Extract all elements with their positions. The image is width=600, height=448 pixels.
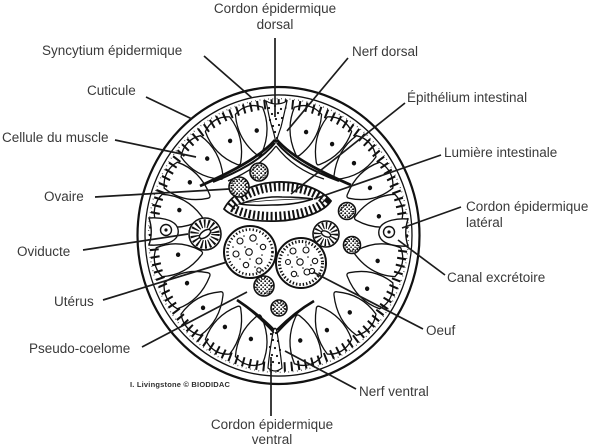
ventral-muscle-fibers (236, 298, 315, 334)
ovary-circle (270, 299, 288, 317)
label-cordon-epidermique-dorsal: Cordon épidermique dorsal (160, 1, 390, 33)
ovary-circle (253, 275, 275, 297)
leader-nerf-ventral (284, 350, 357, 390)
leader-lumiere (313, 154, 442, 200)
uterus-left (223, 225, 277, 279)
leader-pseudo-coelome (141, 291, 248, 348)
label-text: latéral (466, 215, 503, 230)
label-lumiere-intestinale: Lumière intestinale (444, 145, 558, 160)
ovary-circle (228, 176, 250, 198)
label-text: ventral (251, 432, 293, 447)
leader-canal-excretoire (397, 239, 446, 276)
intestinal-ribs (224, 182, 331, 221)
label-epithelium-intestinal: Épithélium intestinal (407, 90, 528, 105)
label-oeuf: Oeuf (426, 323, 456, 338)
label-uterus: Utérus (54, 294, 94, 309)
leader-cuticule (145, 96, 193, 120)
hypodermis-stipple-ring (147, 97, 410, 374)
leader-epithelium (290, 102, 406, 195)
cuticle-inner-line (144, 94, 413, 377)
leader-cellule-muscle (114, 139, 197, 158)
uterus-stipple (232, 235, 263, 268)
ovary-circle (337, 201, 357, 221)
ovary-circle (249, 162, 269, 182)
oviduct-left (188, 217, 222, 251)
label-syncytium-epidermique: Syncytium épidermique (42, 43, 183, 58)
leader-syncytium (203, 55, 253, 99)
cuticle-outer-line (136, 85, 421, 386)
label-oviducte: Oviducte (17, 244, 71, 259)
label-canal-excretoire: Canal excrétoire (447, 270, 546, 285)
label-pseudo-coelome: Pseudo-coelome (29, 341, 131, 356)
uterus-right (275, 237, 327, 289)
leader-cordon-lateral (401, 206, 462, 229)
label-cordon-epidermique-lateral: Cordon épidermique latéral (466, 199, 588, 231)
eggs (232, 234, 267, 273)
label-ovaire: Ovaire (44, 189, 84, 204)
lateral-cord-right (378, 218, 409, 247)
dorsal-nerve-stipple (267, 104, 284, 140)
label-text: Cordon épidermique (213, 1, 337, 16)
label-text: Cordon épidermique (466, 199, 589, 214)
label-cordon-epidermique-ventral: Cordon épidermique ventral (157, 417, 387, 447)
leader-uterus (102, 261, 228, 301)
eggs (284, 246, 319, 278)
intestine (222, 181, 333, 223)
leader-oviducte (82, 233, 189, 251)
label-nerf-dorsal: Nerf dorsal (352, 44, 419, 59)
label-nerf-ventral: Nerf ventral (359, 384, 429, 399)
ovary-circle (342, 235, 362, 255)
label-text: Cordon épidermique (210, 417, 334, 432)
label-cellule-du-muscle: Cellule du muscle (2, 130, 109, 145)
ventral-nerve-stipple (268, 331, 282, 367)
ovaries (228, 162, 362, 317)
leader-ovaire (94, 188, 230, 198)
label-cuticule: Cuticule (87, 83, 136, 98)
leader-nerf-dorsal (286, 57, 349, 132)
leader-oeuf (312, 271, 424, 330)
label-text: dorsal (256, 17, 294, 32)
leader-lines (82, 38, 462, 416)
uterus-stipple (287, 244, 312, 277)
credit-text: I. Livingstone © BIODIDAC (130, 380, 231, 389)
oviduct-right (312, 220, 340, 248)
